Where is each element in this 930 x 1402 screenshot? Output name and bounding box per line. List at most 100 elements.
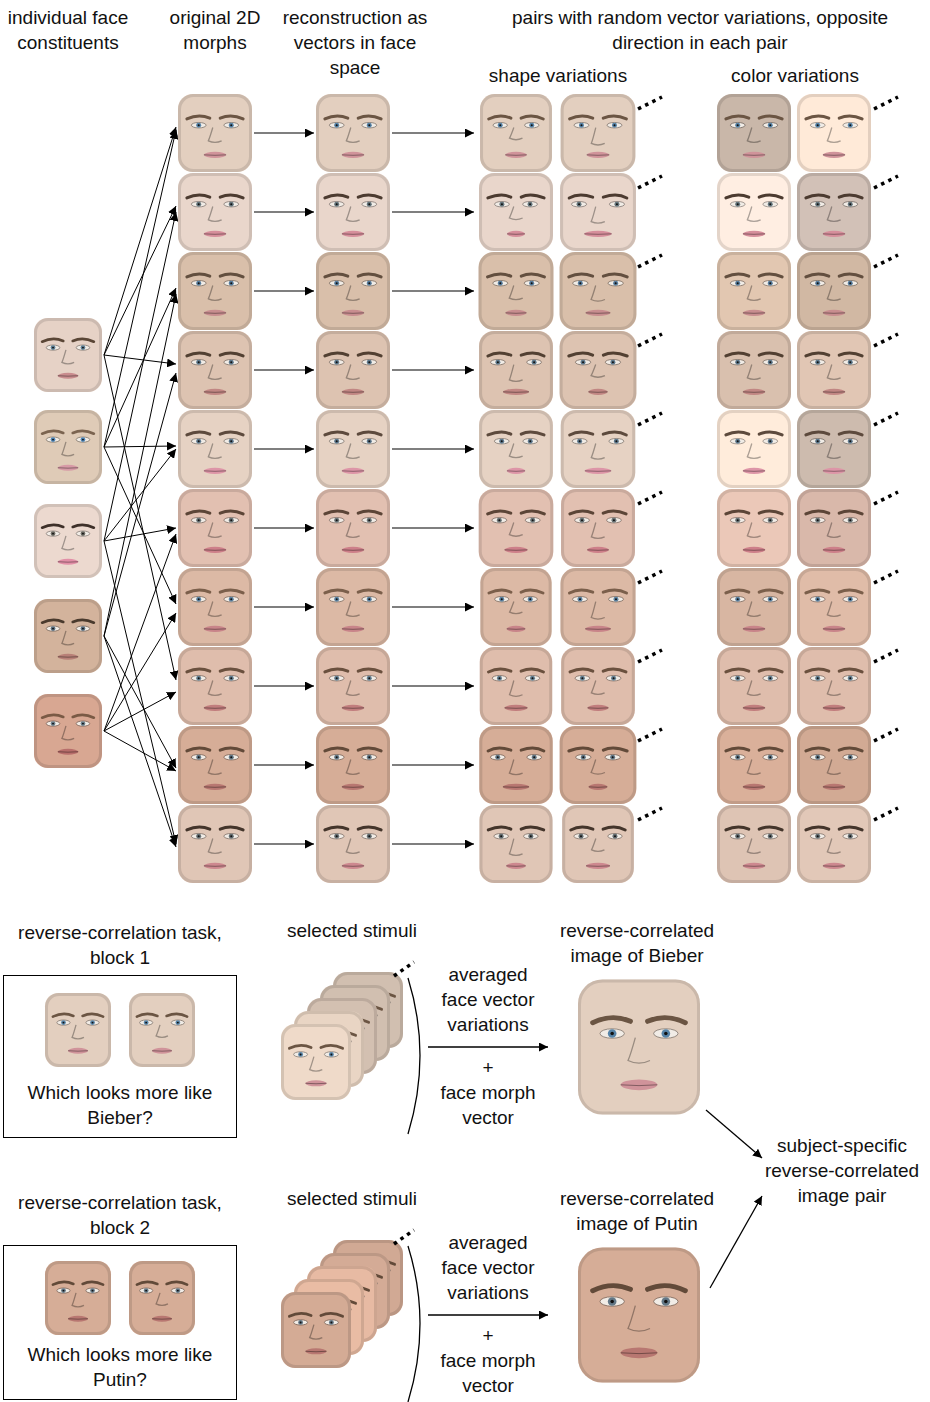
eyebrow	[73, 525, 94, 528]
face-ground	[479, 489, 554, 567]
iris	[196, 834, 201, 839]
iris	[848, 834, 853, 839]
eyebrow	[806, 353, 829, 356]
eyebrow	[42, 339, 63, 342]
iris	[614, 202, 619, 207]
eyebrow	[759, 116, 782, 119]
pupil	[368, 282, 370, 284]
eye-white	[362, 596, 377, 601]
face-image	[578, 980, 700, 1115]
arrow-line	[104, 288, 176, 447]
eyebrow	[603, 432, 626, 435]
lips	[58, 654, 78, 660]
pupil	[82, 533, 84, 535]
face-shadow	[131, 995, 194, 1066]
eyebrow	[726, 748, 749, 751]
eyebrow	[759, 274, 782, 277]
face-image	[717, 489, 791, 567]
eye-white	[140, 1020, 153, 1025]
face-shadow	[36, 506, 101, 577]
pupil	[497, 756, 499, 758]
eye-white	[607, 122, 622, 127]
pupil	[531, 282, 533, 284]
continuation-dots	[638, 334, 662, 346]
eyebrow	[603, 353, 627, 356]
pupil	[230, 677, 232, 679]
eye-white	[525, 517, 540, 522]
pupil	[230, 203, 232, 205]
face-image	[717, 410, 791, 488]
face-ground	[480, 94, 552, 172]
pupil	[230, 361, 232, 363]
iris	[196, 439, 201, 444]
face-ground	[797, 331, 871, 409]
eye-white	[224, 359, 239, 364]
iris	[735, 281, 740, 286]
pupil	[82, 439, 84, 441]
face-shadow	[719, 807, 790, 882]
iris	[229, 597, 234, 602]
eyebrow	[53, 1014, 73, 1017]
iris	[367, 439, 372, 444]
arrow-line	[104, 130, 176, 447]
pupil	[532, 677, 534, 679]
eye-white	[763, 833, 778, 838]
pupil	[368, 519, 370, 521]
lip-line	[587, 549, 609, 550]
eyebrow	[220, 274, 243, 277]
iris	[196, 281, 201, 286]
pupil	[533, 361, 535, 363]
column-label: reconstruction as vectors in face space	[280, 5, 430, 80]
face-shadow	[580, 981, 699, 1113]
pupil	[737, 519, 739, 521]
iris	[848, 123, 853, 128]
pupil	[230, 440, 232, 442]
lip-line	[204, 312, 226, 313]
eyebrow	[325, 827, 348, 830]
face-ground	[480, 568, 551, 646]
nose	[591, 128, 604, 145]
lip-line	[585, 470, 611, 471]
arrow-line	[254, 527, 314, 528]
arrow-line	[254, 132, 314, 133]
eye-white	[843, 596, 858, 601]
face-image	[316, 331, 390, 409]
eye-white	[362, 359, 377, 364]
nose	[591, 681, 604, 695]
eye-white	[810, 833, 825, 838]
iris	[334, 834, 339, 839]
face-shadow	[719, 570, 790, 645]
lips	[342, 626, 364, 632]
iris	[768, 123, 773, 128]
nose	[747, 365, 760, 380]
eyebrow	[187, 669, 210, 672]
nose	[827, 523, 840, 538]
face-image	[797, 252, 871, 330]
lips	[823, 705, 845, 711]
lip-line	[306, 1083, 327, 1084]
nose	[591, 760, 605, 774]
pupil	[498, 677, 500, 679]
iris	[528, 834, 533, 839]
iris	[578, 597, 583, 602]
iris	[768, 834, 773, 839]
face-ground	[797, 410, 871, 488]
face-shadow	[799, 254, 870, 329]
lip-line	[204, 549, 226, 550]
eye-white	[810, 280, 825, 285]
eyebrow	[358, 353, 381, 356]
face-image	[717, 726, 791, 804]
face-image	[45, 993, 111, 1067]
column-label: subject-specific reverse-correlated imag…	[756, 1133, 928, 1208]
iris	[768, 439, 773, 444]
face-ground	[578, 980, 700, 1115]
iris	[735, 834, 740, 839]
eye-white	[608, 280, 623, 285]
eyebrow	[726, 827, 749, 830]
eyebrow	[759, 827, 782, 830]
column-label: averaged face vector variations	[429, 962, 547, 1037]
face-shadow	[180, 728, 251, 803]
iris	[735, 518, 740, 523]
continuation-dots	[874, 650, 898, 662]
eyebrow	[521, 432, 544, 435]
